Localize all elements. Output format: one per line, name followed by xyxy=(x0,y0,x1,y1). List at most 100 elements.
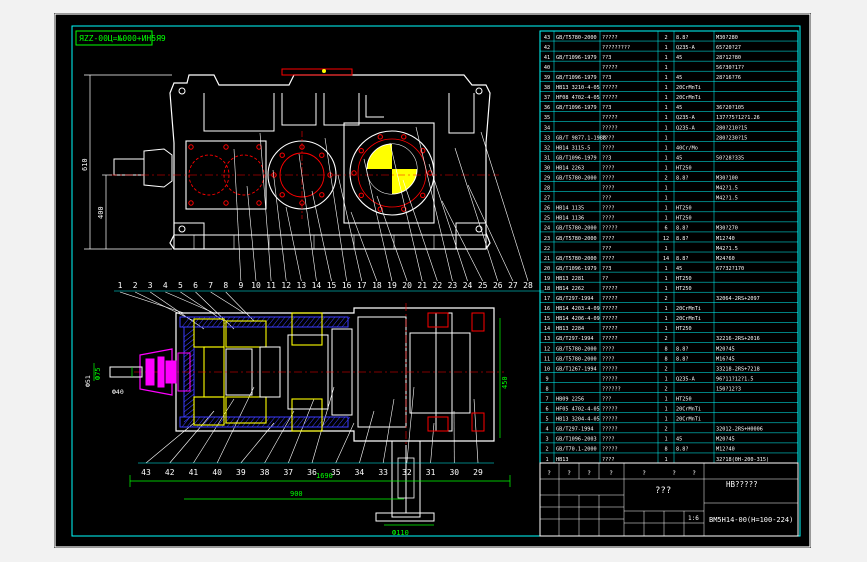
bom-cell-mat: Q235-A xyxy=(676,45,696,51)
dim-right: 450 xyxy=(501,376,509,389)
bom-cell-qty: 1 xyxy=(664,75,667,81)
bom-cell-qty: 1 xyxy=(664,276,667,282)
leader-line xyxy=(210,291,245,314)
bom-cell-qty: 1 xyxy=(664,155,667,161)
bom-cell-note: 32216-2RS+2016 xyxy=(716,336,760,342)
callout-top-23: 23 xyxy=(448,281,458,290)
bom-cell-name: ????? xyxy=(602,427,618,433)
cover-bolt xyxy=(188,200,194,206)
bom-cell-qty: 1 xyxy=(664,246,667,252)
bom-cell-code: HB14 4203-4-09 xyxy=(556,306,600,312)
bom-cell-note: M42?1.5 xyxy=(716,196,738,202)
front-view: 610 400 xyxy=(81,68,499,250)
bom-cell-code: HB14 2263 xyxy=(556,165,584,171)
callout-bottom-36: 36 xyxy=(307,468,317,477)
bom-cell-no: 23 xyxy=(544,236,550,242)
bom-cell-code: HB13 2284 xyxy=(556,326,584,332)
bom-cell-mat: 20CrMnTi xyxy=(676,407,701,413)
bom-cell-no: 2 xyxy=(545,447,548,453)
bom-cell-no: 38 xyxy=(544,85,550,91)
bom-cell-no: 6 xyxy=(545,407,548,413)
bom-cell-code: GB/T1096-1979 xyxy=(556,105,597,111)
bom-cell-qty: 1 xyxy=(664,316,667,322)
hatch-line xyxy=(183,413,195,423)
bom-cell-code: HB14 1136 xyxy=(556,216,584,222)
bom-cell-name: ??3 xyxy=(602,155,611,161)
bom-cell-note: M16?45 xyxy=(716,356,735,362)
bom-cell-qty: 1 xyxy=(664,125,667,131)
title-qty-label: ? xyxy=(642,470,646,477)
bom-cell-no: 12 xyxy=(544,346,550,352)
bom-cell-note: M24?60 xyxy=(716,256,735,262)
front-bolt-group xyxy=(178,87,483,233)
bom-cell-code: GB/T1267-1994 xyxy=(556,366,597,372)
leader-line xyxy=(428,163,468,282)
section-dimensions xyxy=(93,318,511,526)
bom-cell-no: 17 xyxy=(544,296,550,302)
bom-cell-no: 11 xyxy=(544,356,550,362)
bom-cell-qty: 1 xyxy=(664,85,667,91)
bom-cell-no: 7 xyxy=(545,397,548,403)
input-flange-front xyxy=(143,148,173,188)
hatch-line xyxy=(183,343,195,353)
bom-cell-name: ????? xyxy=(602,407,618,413)
callout-top-25: 25 xyxy=(478,281,488,290)
bom-cell-code: GB/T5780-2000 xyxy=(556,256,597,262)
dim-input-len: Ф75 xyxy=(94,367,102,380)
cover-bolt xyxy=(256,200,262,206)
cover-bolt xyxy=(223,200,229,206)
bom-cell-code: GB/T297-1994 xyxy=(556,296,593,302)
hatch-line xyxy=(183,363,195,373)
leader-line xyxy=(180,291,225,322)
section-housing xyxy=(175,307,495,442)
bom-cell-qty: 1 xyxy=(664,417,667,423)
bom-cell-mat: 8.8? xyxy=(676,447,689,453)
bom-cell-note: M12?40 xyxy=(716,236,735,242)
bom-cell-no: 35 xyxy=(544,115,550,121)
callout-top-14: 14 xyxy=(312,281,322,290)
title-material: НВ????? xyxy=(726,480,758,489)
hatch-line xyxy=(231,416,241,428)
bom-cell-no: 36 xyxy=(544,105,550,111)
hatch-line xyxy=(191,416,201,428)
bom-cell-no: 14 xyxy=(544,326,550,332)
bom-cell-name: ??3 xyxy=(602,266,611,272)
bom-cell-note: 32?18(0H-200-315) xyxy=(716,457,769,463)
bom-cell-name: ???? xyxy=(602,186,615,192)
bom-cell-name: ????? xyxy=(602,336,618,342)
callout-top-4: 4 xyxy=(163,281,168,290)
dim-left-ext: Ф51 xyxy=(84,375,92,387)
bom-cell-code: HB09 2256 xyxy=(556,397,584,403)
bom-cell-no: 41 xyxy=(544,55,550,61)
hatch-line xyxy=(181,416,191,428)
bom-cell-no: 22 xyxy=(544,246,550,252)
cover-bolt xyxy=(319,192,325,198)
hatch-line xyxy=(241,316,251,328)
callout-top-20: 20 xyxy=(402,281,412,290)
bom-cell-code: GB/T297-1994 xyxy=(556,336,593,342)
bom-cell-mat: 8.8? xyxy=(676,35,689,41)
callout-top-6: 6 xyxy=(193,281,198,290)
bom-cell-code: GB/T 9877.1-1988 xyxy=(556,135,606,141)
hatch-line xyxy=(236,316,246,328)
bom-cell-mat: 20CrMnTi xyxy=(676,95,701,101)
leader-line xyxy=(233,148,242,282)
cover-bolt xyxy=(299,200,305,206)
callout-top-17: 17 xyxy=(357,281,367,290)
hatch-line xyxy=(296,316,306,328)
callout-bottom-33: 33 xyxy=(378,468,388,477)
title-qty-labels: ??????? xyxy=(547,470,696,477)
callout-bottom-38: 38 xyxy=(260,468,270,477)
bom-cell-code: GB/T5780-2000 xyxy=(556,236,597,242)
bom-cell-name: ????? xyxy=(602,35,618,41)
bom-cell-mat: HT250 xyxy=(676,165,692,171)
hatch-line xyxy=(251,316,261,328)
bom-cell-note: 50?28?335 xyxy=(716,155,744,161)
hatch-line xyxy=(341,416,351,428)
bom-cell-code: HB14 2262 xyxy=(556,286,584,292)
callout-top-28: 28 xyxy=(523,281,533,290)
dim-center-height: 400 xyxy=(97,206,105,219)
front-dimensions xyxy=(84,74,172,250)
callout-bottom-42: 42 xyxy=(165,468,175,477)
callout-top-5: 5 xyxy=(178,281,183,290)
